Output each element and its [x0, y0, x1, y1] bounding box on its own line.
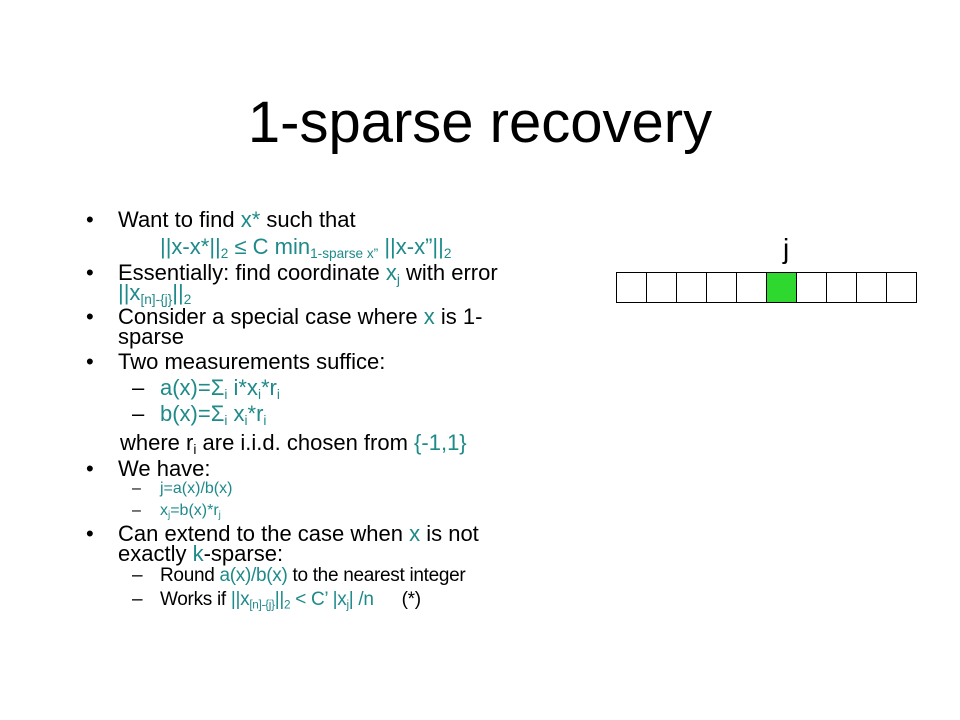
array-cell: [796, 272, 827, 303]
array-cell: [646, 272, 677, 303]
dash-b: –: [132, 401, 145, 426]
dash-d: –: [132, 502, 141, 519]
slide-title: 1-sparse recovery: [247, 90, 713, 155]
where-clause: where ri are i.i.d. chosen from {-1,1}: [120, 430, 467, 458]
measurement-b: b(x)=Σi xi*ri: [160, 401, 267, 429]
goal-formula: ||x-x*||2 ≤ C min1-sparse x” ||x-x”||2: [160, 234, 452, 262]
bullet-4: •: [86, 349, 94, 374]
array-cell: [616, 272, 647, 303]
array-cell: [886, 272, 917, 303]
round-step: Round a(x)/b(x) to the nearest integer: [160, 565, 466, 586]
array-cell: [826, 272, 857, 303]
array-cell: [856, 272, 887, 303]
array-cell: [736, 272, 767, 303]
bullet-2-text: Essentially: find coordinate xj with err…: [118, 260, 498, 288]
bullet-2: •: [86, 260, 94, 285]
bullet-5: •: [86, 456, 94, 481]
bullet-4-text: Two measurements suffice:: [118, 349, 386, 374]
condition-line: Works if ||x[n]-{j}||2 < C’ |xj| /n(*): [160, 589, 421, 612]
dash-e: –: [132, 565, 143, 586]
bullet-3-text: Consider a special case where x is 1-: [118, 304, 483, 329]
result-xj: xj=b(x)*rj: [160, 502, 221, 521]
bullet-6: •: [86, 521, 94, 546]
array-index-label: j: [783, 233, 790, 264]
bullet-5-text: We have:: [118, 456, 211, 481]
measurement-a: a(x)=Σi i*xi*ri: [160, 375, 280, 403]
dash-a: –: [132, 375, 145, 400]
bullet-1-text: Want to find x* such that: [118, 207, 356, 232]
array-cell-highlighted: [766, 272, 797, 303]
bullet-6-text: Can extend to the case when x is not: [118, 521, 479, 546]
error-formula: ||x[n]-{j}||2: [118, 280, 192, 308]
dash-f: –: [132, 589, 143, 610]
bullet-6-continued: exactly k-sparse:: [118, 541, 284, 566]
bullet-3-continued: sparse: [118, 324, 185, 349]
bullet-3: •: [86, 304, 94, 329]
array-cell: [706, 272, 737, 303]
result-j: j=a(x)/b(x): [160, 480, 233, 497]
sparse-vector-array: [616, 272, 917, 303]
array-cell: [676, 272, 707, 303]
bullet-1: •: [86, 207, 94, 232]
dash-c: –: [132, 480, 141, 497]
